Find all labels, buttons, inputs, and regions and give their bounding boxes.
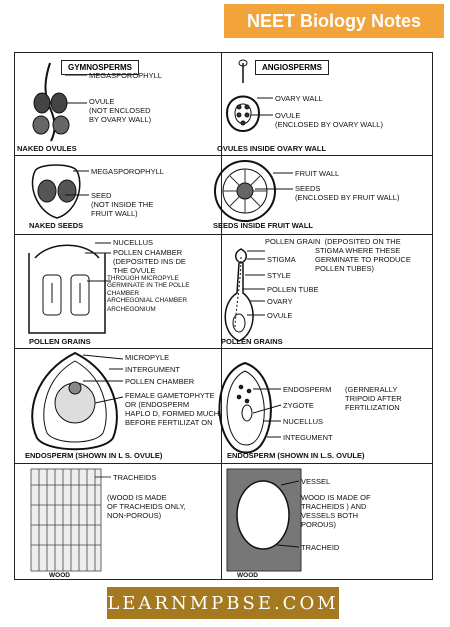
naked-seeds-drawing xyxy=(31,164,89,219)
caption-endosperm-left: ENDOSPERM (SHOWN IN L S. OVULE) xyxy=(25,451,163,460)
column-divider xyxy=(221,53,223,579)
caption-endosperm-right: ENDOSPERM (SHOWN IN L.S. OVULE) xyxy=(227,451,365,460)
angiosperm-ls-ovule xyxy=(218,361,282,454)
label-zygote: ZYGOTE xyxy=(283,401,314,410)
caption-pollen-grains-right: POLLEN GRAINS xyxy=(221,337,283,346)
label-pollen-chamber: POLLEN CHAMBER (DEPOSITED INS DE THE OVU… xyxy=(113,248,186,275)
naked-ovules-drawing xyxy=(32,62,87,142)
row-divider-2 xyxy=(15,234,432,236)
comparison-table: GYMNOSPERMS ANGIOSPERMS MEGASPOROPHYLL O… xyxy=(14,52,433,580)
label-nucellus-2: NUCELLUS xyxy=(283,417,324,426)
label-fruit-wall: FRUIT WALL xyxy=(295,169,340,178)
gymnosperm-ovule-section xyxy=(28,242,111,334)
label-endosperm: ENDOSPERM xyxy=(283,385,332,394)
ovary-drawing xyxy=(225,59,273,132)
label-ovary-wall: OVARY WALL xyxy=(275,94,323,103)
label-stigma: STIGMA xyxy=(267,255,296,264)
row-divider-4 xyxy=(15,463,432,465)
caption-ovules-inside: OVULES INSIDE OVARY WALL xyxy=(217,144,327,153)
row-divider-3 xyxy=(15,348,432,350)
neet-biology-badge: NEET Biology Notes xyxy=(224,4,444,38)
label-tracheids: TRACHEIDS xyxy=(113,473,157,482)
caption-wood-right: WOOD xyxy=(237,572,258,579)
label-integument: INTERGUMENT xyxy=(125,365,180,374)
label-through-micropyle: THROUGH MICROPYLE GERMINATE IN THE POLLE… xyxy=(107,275,190,305)
learnmpbse-footer: LEARNMPBSE.COM xyxy=(107,587,339,619)
label-wood-porous: WOOD IS MADE OF TRACHEIDS ) AND VESSELS … xyxy=(301,493,371,529)
label-integument-2: INTEGUMENT xyxy=(283,433,333,442)
label-seeds-enclosed: SEEDS (ENCLOSED BY FRUIT WALL) xyxy=(295,184,400,202)
label-megasporophyll-1: MEGASPOROPHYLL xyxy=(89,71,162,80)
gymnosperm-ls-ovule xyxy=(31,351,124,451)
label-tracheid: TRACHEID xyxy=(301,543,340,552)
caption-pollen-grains-left: POLLEN GRAINS xyxy=(29,337,91,346)
row-divider-1 xyxy=(15,155,432,157)
label-ovary: OVARY xyxy=(267,297,293,306)
label-archegonium: ARCHEGONIUM xyxy=(107,306,156,313)
angiosperms-header: ANGIOSPERMS xyxy=(255,60,330,75)
label-seed-naked: SEED (NOT INSIDE THE FRUIT WALL) xyxy=(91,191,154,218)
label-micropyle: MICROPYLE xyxy=(125,353,170,362)
label-wood-nonporous: (WOOD IS MADE OF TRACHEIDS ONLY, NON-POR… xyxy=(107,493,186,520)
label-triploid-note: (GERNERALLY TRIPOID AFTER FERTILIZATION xyxy=(345,385,402,412)
label-nucellus: NUCELLUS xyxy=(113,238,154,247)
label-female-gametophyte: FEMALE GAMETOPHYTE OR (ENDOSPERM HAPLO D… xyxy=(125,391,220,427)
label-ovule-naked: OVULE (NOT ENCLOSED BY OVARY WALL) xyxy=(89,97,152,124)
label-ovule-enclosed: OVULE (ENCLOSED BY OVARY WALL) xyxy=(275,111,383,129)
fruit-section-drawing xyxy=(214,160,293,222)
caption-seeds-inside: SEEDS INSIDE FRUIT WALL xyxy=(213,221,314,230)
label-pollen-tube: POLLEN TUBE xyxy=(267,285,319,294)
vessel-wood-drawing xyxy=(226,468,302,572)
label-ovule: OVULE xyxy=(267,311,293,320)
label-pollen-chamber-2: POLLEN CHAMBER xyxy=(125,377,195,386)
label-vessel: VESSEL xyxy=(301,477,331,486)
gymnosperms-header: GYMNOSPERMS xyxy=(61,60,140,75)
label-pollen-grain: POLLEN GRAIN (DEPOSITED ON THE STIGMA WH… xyxy=(265,237,411,273)
tracheid-wood-drawing xyxy=(30,468,111,572)
label-megasporophyll-2: MEGASPOROPHYLL xyxy=(91,167,164,176)
caption-naked-ovules: NAKED OVULES xyxy=(17,144,77,153)
label-style: STYLE xyxy=(267,271,291,280)
caption-naked-seeds: NAKED SEEDS xyxy=(29,221,84,230)
pistil-drawing xyxy=(224,248,265,342)
diagram-drawings xyxy=(28,59,302,572)
caption-wood-left: WOOD xyxy=(49,572,70,579)
